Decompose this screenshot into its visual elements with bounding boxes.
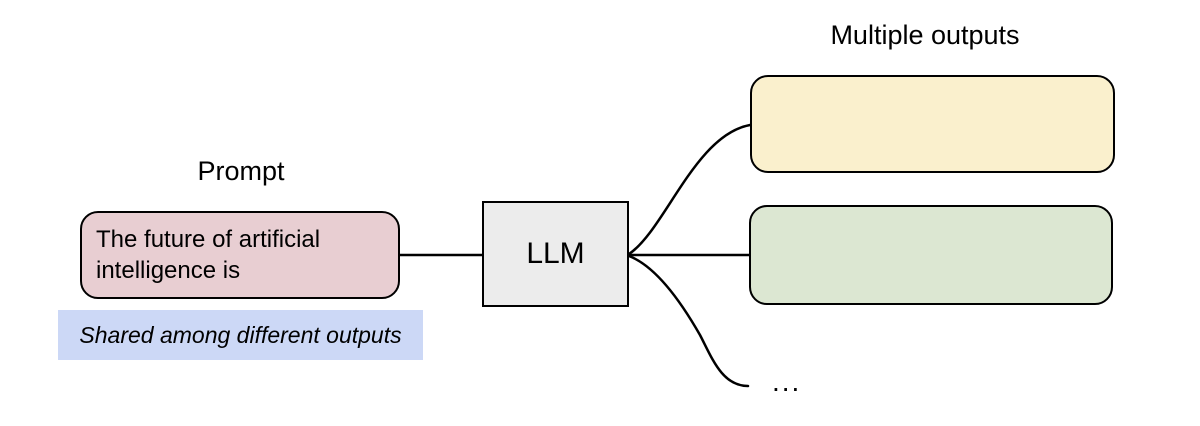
outputs-section-title: Multiple outputs [830, 20, 1020, 50]
llm-box: LLM [482, 201, 629, 307]
outputs-ellipsis: ... [772, 366, 802, 397]
connector-llm-to-output-1 [627, 123, 752, 256]
output-box-2 [749, 205, 1113, 305]
prompt-box: The future of artificial intelligence is [80, 211, 400, 299]
output-box-1 [750, 75, 1115, 173]
shared-note-text: Shared among different outputs [79, 321, 402, 348]
shared-note-highlight: Shared among different outputs [58, 310, 423, 360]
prompt-section-title: Prompt [197, 156, 285, 186]
connector-llm-to-ellipsis [627, 254, 750, 388]
prompt-box-text: The future of artificial intelligence is [96, 226, 321, 284]
llm-label: LLM [526, 237, 585, 270]
